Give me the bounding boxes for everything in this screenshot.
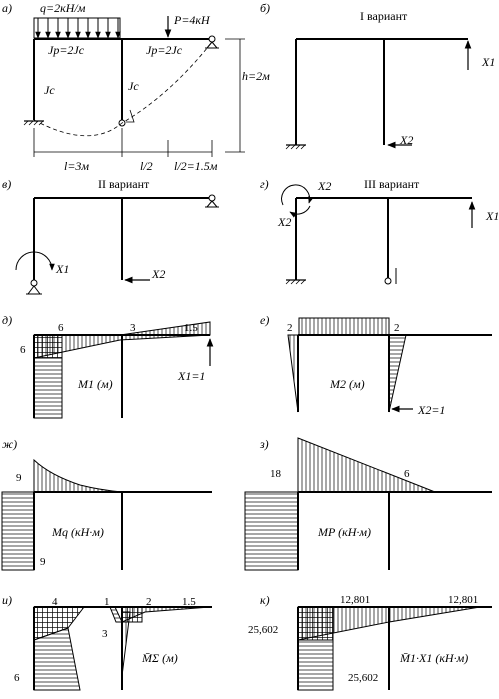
- panel-d-x-label: X1=1: [178, 369, 206, 383]
- panel-k-value-25-602-top: 25,602: [248, 624, 279, 636]
- panel-zh-diagram: [1, 458, 212, 571]
- panel-e-label: е): [260, 313, 270, 327]
- panel-k-value-12-801-left: 12,801: [340, 594, 371, 606]
- panel-i-label: и): [2, 593, 12, 607]
- panel-v-title: II вариант: [98, 177, 150, 191]
- panel-e-value-2-right: 2: [394, 322, 400, 334]
- jc-mid-label: Jc: [128, 79, 139, 93]
- panel-z-m-label: MP (кН·м): [318, 525, 372, 539]
- dim-l2b-label: l/2=1.5м: [174, 159, 218, 173]
- panel-z-label: з): [260, 437, 269, 451]
- panel-zh-m-label: Mq (кН·м): [52, 525, 104, 539]
- panel-g-x3: X2: [318, 179, 332, 193]
- panel-d-value-6-top: 6: [58, 322, 64, 334]
- panel-g-title: III вариант: [364, 177, 420, 191]
- panel-v-x1: X1: [56, 262, 70, 276]
- jc-left-label: Jc: [44, 83, 55, 97]
- panel-d-diagram: [33, 321, 214, 419]
- panel-g-x2: X2: [278, 215, 292, 229]
- panel-k-value-25-602-bottom: 25,602: [348, 672, 379, 684]
- dim-l2-label: l/2: [140, 159, 153, 173]
- panel-b-x2: X2: [400, 133, 414, 147]
- panel-e-m-label: M2 (м): [330, 377, 365, 391]
- panel-i-value-3: 3: [102, 628, 108, 640]
- panel-b-title: I вариант: [360, 9, 408, 23]
- panel-zh-label: ж): [2, 437, 18, 451]
- panel-k-value-12-801-right: 12,801: [448, 594, 479, 606]
- panel-z-value-18: 18: [270, 468, 281, 480]
- panel-i-diagram: [33, 606, 212, 691]
- dim-l-label: l=3м: [64, 159, 90, 173]
- panel-e-diagram: [287, 317, 492, 413]
- panel-g-label: г): [260, 177, 269, 191]
- panel-k-diagram: [297, 606, 492, 691]
- panel-z-diagram: [244, 437, 492, 571]
- panel-a-frame: [23, 16, 245, 157]
- panel-g-frame: [281, 184, 476, 285]
- load-p-label: P=4кН: [174, 13, 210, 27]
- panel-zh-value-9-bottom: 9: [40, 556, 46, 568]
- jp-left-label: Jp=2Jc: [48, 43, 85, 57]
- height-label: h=2м: [242, 69, 270, 83]
- panel-e-value-2-left: 2: [287, 322, 293, 334]
- panel-zh-value-9-top: 9: [16, 472, 22, 484]
- panel-z-value-6: 6: [404, 468, 410, 480]
- jp-right-label: Jp=2Jc: [146, 43, 183, 57]
- panel-k-label: к): [260, 593, 270, 607]
- panel-i-value-6: 6: [14, 672, 20, 684]
- panel-i-value-1: 1: [104, 596, 110, 608]
- panel-b-label: б): [260, 1, 271, 15]
- panel-d-label: д): [2, 313, 13, 327]
- panel-i-value-1-5: 1.5: [182, 596, 196, 608]
- panel-d-value-6-left: 6: [20, 344, 26, 356]
- load-q-label: q=2кН/м: [40, 1, 86, 15]
- panel-v-label: в): [2, 177, 12, 191]
- panel-b-frame: [285, 38, 472, 150]
- panel-e-x-label: X2=1: [418, 403, 446, 417]
- panel-a-label: а): [2, 1, 12, 15]
- panel-d-m-label: M1 (м): [78, 377, 113, 391]
- panel-v-frame: [15, 194, 219, 295]
- panel-d-value-1-5: 1.5: [184, 322, 198, 334]
- panel-b-x1: X1: [482, 55, 496, 69]
- panel-k-m-label: M̄1·X1 (кН·м): [400, 651, 469, 665]
- panel-i-m-label: M̄Σ (м): [142, 651, 178, 665]
- panel-g-x1: X1: [486, 209, 499, 223]
- panel-d-value-3: 3: [130, 322, 136, 334]
- panel-i-value-4: 4: [52, 596, 58, 608]
- panel-i-value-2: 2: [146, 596, 152, 608]
- panel-v-x2: X2: [152, 267, 166, 281]
